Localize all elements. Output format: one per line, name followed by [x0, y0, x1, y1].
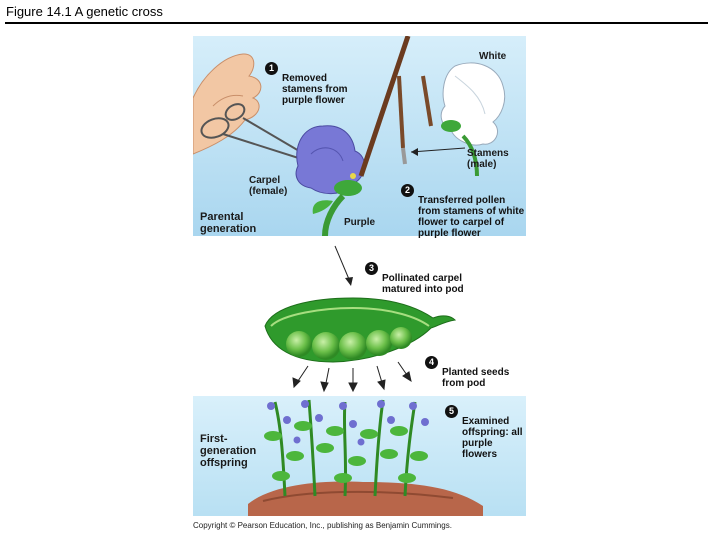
white-label: White	[479, 51, 507, 62]
purple-flower	[295, 125, 365, 237]
parental-generation-label: Parental generation	[200, 211, 257, 235]
step-1-number: 1	[265, 62, 278, 75]
leaves	[264, 421, 428, 483]
step-4-text: Planted seeds from pod	[442, 367, 510, 389]
hand	[193, 53, 262, 155]
step-3-text: Pollinated carpel matured into pod	[382, 273, 464, 295]
carpel-label: Carpel (female)	[249, 175, 288, 197]
step-4-number: 4	[425, 356, 438, 369]
purple-label: Purple	[344, 217, 376, 228]
illustration-art	[193, 36, 526, 516]
soil	[248, 481, 483, 516]
pea-pod	[264, 297, 457, 363]
seed-arrows	[292, 361, 412, 393]
stamens-label: Stamens (male)	[467, 148, 509, 170]
step-2-number: 2	[401, 184, 414, 197]
copyright-notice: Copyright © Pearson Education, Inc., pub…	[193, 521, 452, 530]
step-5-text: Examined offspring: all purple flowers	[462, 416, 523, 460]
title-rule	[5, 22, 708, 24]
brushes	[358, 36, 433, 177]
step-5-number: 5	[445, 405, 458, 418]
step-2-text: Transferred pollen from stamens of white…	[418, 195, 525, 239]
offspring-plants	[273, 399, 417, 497]
figure-title: Figure 14.1 A genetic cross	[6, 4, 163, 19]
first-generation-label: First- generation offspring	[200, 433, 257, 469]
white-flower	[440, 62, 506, 177]
step-1-text: Removed stamens from purple flower	[282, 73, 348, 106]
offspring-flowers	[267, 400, 429, 446]
step-3-number: 3	[365, 262, 378, 275]
